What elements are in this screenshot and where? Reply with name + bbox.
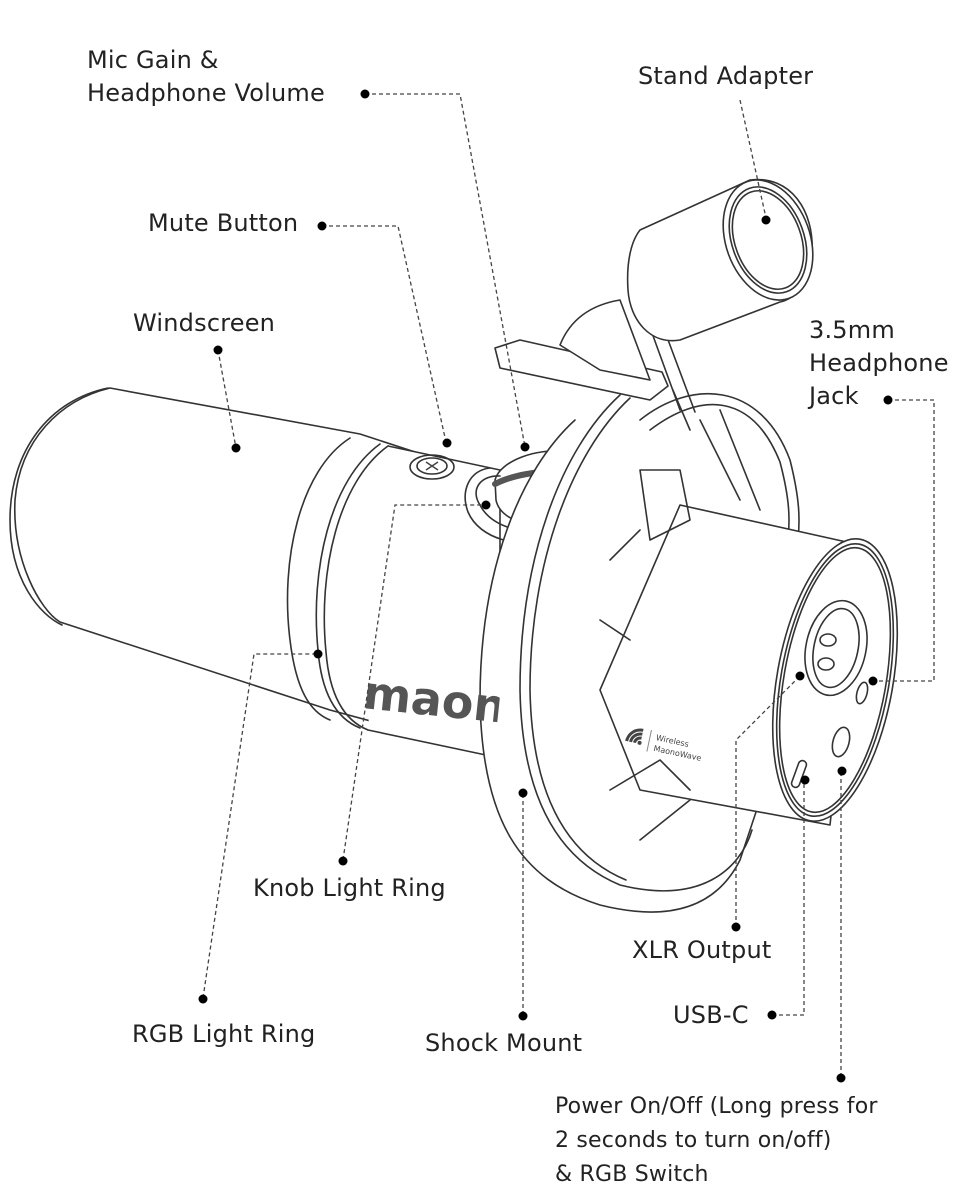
dot-shock-target xyxy=(518,788,528,798)
label-power-line3: & RGB Switch xyxy=(555,1162,709,1187)
label-stand-adapter: Stand Adapter xyxy=(638,62,814,90)
rear-panel xyxy=(771,538,899,822)
label-power-line1: Power On/Off (Long press for xyxy=(555,1094,878,1119)
dot-shock-label xyxy=(518,1011,528,1021)
label-rgb-light-ring: RGB Light Ring xyxy=(132,1020,316,1048)
headphone-jack-port xyxy=(855,681,869,705)
label-xlr-output: XLR Output xyxy=(632,936,772,964)
dot-mute-target xyxy=(442,438,452,448)
label-knob-light-ring: Knob Light Ring xyxy=(253,874,446,902)
dot-headphone-target xyxy=(868,676,878,686)
leader-usb-c xyxy=(772,780,805,1016)
leader-mic-gain xyxy=(365,93,526,448)
label-headphone-jack-line2: Headphone xyxy=(809,349,949,377)
dot-headphone-label xyxy=(883,395,893,405)
dot-windscreen-target xyxy=(231,443,241,453)
windscreen-shape xyxy=(14,387,471,749)
label-mic-gain: Mic Gain & Headphone Volume xyxy=(87,44,325,110)
label-headphone-jack-line3: Jack xyxy=(809,382,859,410)
label-mute-button: Mute Button xyxy=(148,209,299,237)
leader-headphone-jack xyxy=(873,399,935,682)
xlr-connector xyxy=(804,599,868,697)
usb-c-port xyxy=(790,759,808,789)
wireless-icon xyxy=(625,728,644,744)
dot-power-label xyxy=(836,1073,846,1083)
dot-xlr-target xyxy=(795,671,805,681)
dot-mic-gain-label xyxy=(360,89,370,99)
label-headphone-jack: 3.5mm Headphone Jack xyxy=(809,314,949,413)
leader-stand-adapter xyxy=(739,99,767,219)
rgb-light-ring-shape xyxy=(286,437,351,721)
dot-windscreen-label xyxy=(213,345,223,355)
label-shock-mount: Shock Mount xyxy=(425,1029,583,1057)
leader-xlr-output xyxy=(735,675,801,927)
leader-windscreen xyxy=(217,349,237,449)
dot-knob-target xyxy=(481,500,491,510)
dot-rgb-label xyxy=(198,994,208,1004)
leader-rgb-light-ring xyxy=(202,653,318,999)
label-headphone-jack-line1: 3.5mm xyxy=(809,316,895,344)
power-button-shape xyxy=(831,726,851,758)
label-mic-gain-line1: Mic Gain & xyxy=(87,46,219,74)
label-power: Power On/Off (Long press for 2 seconds t… xyxy=(555,1090,878,1192)
leader-knob-light-ring xyxy=(342,504,485,861)
dot-stand-adapter xyxy=(761,215,771,225)
dot-power-target xyxy=(837,766,847,776)
dot-rgb-target xyxy=(313,649,323,659)
stand-yoke xyxy=(494,339,669,401)
dot-mic-gain-target xyxy=(520,442,530,452)
dot-xlr-label xyxy=(731,922,741,932)
leader-mute-button xyxy=(322,225,447,443)
dot-mute-label xyxy=(317,221,327,231)
leader-lines xyxy=(202,93,935,1077)
dot-usb-target xyxy=(800,775,810,785)
label-windscreen: Windscreen xyxy=(133,309,276,337)
mute-button-shape xyxy=(409,454,455,480)
dot-knob-label xyxy=(338,856,348,866)
label-power-line2: 2 seconds to turn on/off) xyxy=(555,1128,832,1153)
label-mic-gain-line2: Headphone Volume xyxy=(87,79,325,107)
dot-usb-label xyxy=(767,1010,777,1020)
windscreen-cap-edge xyxy=(9,387,109,626)
label-usb-c: USB-C xyxy=(673,1001,749,1029)
callout-dots xyxy=(198,89,893,1083)
